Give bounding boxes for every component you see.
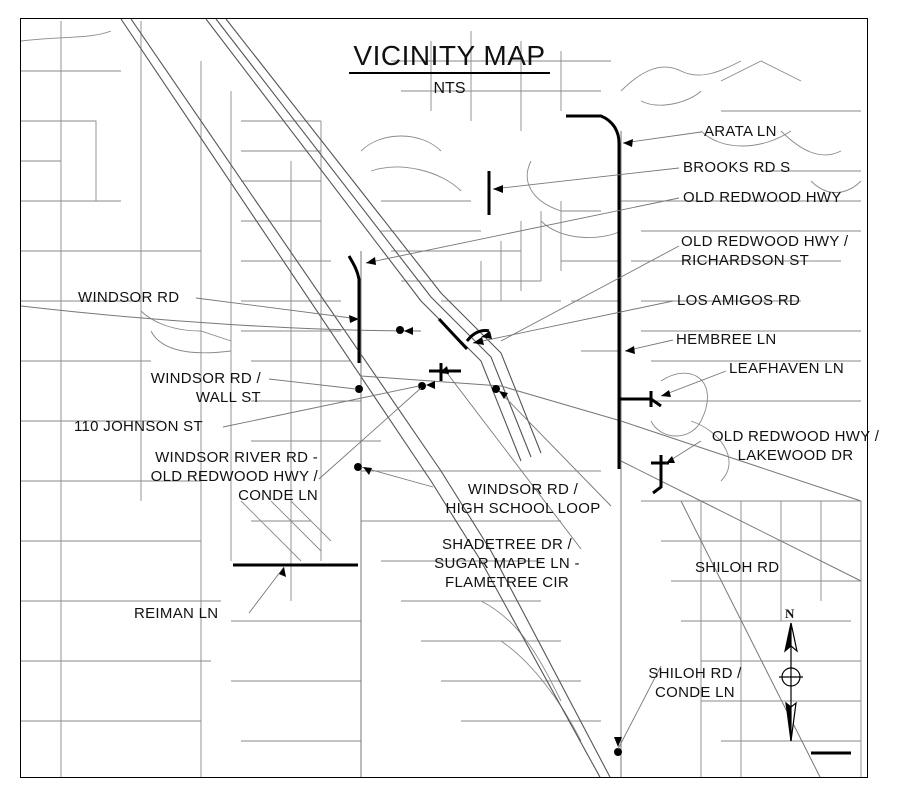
label-line: SHILOH RD / xyxy=(648,665,742,682)
label-line: SHADETREE DR / xyxy=(441,536,573,553)
label-line: 110 JOHNSON ST xyxy=(74,418,203,435)
label-windsor-rd: WINDSOR RD xyxy=(78,288,179,307)
label-line: WINDSOR RD xyxy=(78,289,180,306)
label-line: LOS AMIGOS RD xyxy=(677,292,801,309)
label-arata-ln: ARATA LN xyxy=(704,122,777,141)
label-line: OLD REDWOOD HWY / xyxy=(150,468,318,485)
label-hembree-ln: HEMBREE LN xyxy=(676,330,777,349)
label-johnson-st: 110 JOHNSON ST xyxy=(74,417,203,436)
road-network xyxy=(21,19,862,777)
map-title: VICINITY MAP xyxy=(0,40,899,74)
label-line: BROOKS RD S xyxy=(683,159,791,176)
north-arrow-icon xyxy=(779,622,803,742)
label-line: WINDSOR RD / xyxy=(467,481,579,498)
street-grid xyxy=(21,21,862,777)
label-old-redwood-richardson: OLD REDWOOD HWY / RICHARDSON ST xyxy=(681,232,848,270)
leader-arrows xyxy=(279,139,675,747)
label-line: RICHARDSON ST xyxy=(681,252,810,269)
project-points xyxy=(354,326,622,756)
label-brooks-rd-s: BROOKS RD S xyxy=(683,158,791,177)
label-los-amigos-rd: LOS AMIGOS RD xyxy=(677,291,800,310)
label-line: LEAFHAVEN LN xyxy=(729,360,845,377)
north-label: N xyxy=(785,606,795,621)
label-line: CONDE LN xyxy=(238,487,318,504)
label-line: HIGH SCHOOL LOOP xyxy=(445,500,601,517)
label-line: WALL ST xyxy=(195,389,261,406)
label-line: OLD REDWOOD HWY / xyxy=(711,428,880,445)
vicinity-map-frame xyxy=(20,18,868,778)
label-line: HEMBREE LN xyxy=(676,331,777,348)
label-line: WINDSOR RD / xyxy=(150,370,261,387)
label-line: OLD REDWOOD HWY / xyxy=(681,233,849,250)
label-line: WINDSOR RIVER RD - xyxy=(155,449,318,466)
label-line: LAKEWOOD DR xyxy=(737,447,854,464)
label-reiman-ln: REIMAN LN xyxy=(134,604,218,623)
label-line: SHILOH RD xyxy=(695,559,780,576)
label-line: ARATA LN xyxy=(704,123,777,140)
label-shadetree: SHADETREE DR / SUGAR MAPLE LN - FLAMETREE … xyxy=(412,535,602,592)
label-windsor-river: WINDSOR RIVER RD - OLD REDWOOD HWY / CONDE… xyxy=(128,448,318,505)
label-leafhaven-ln: LEAFHAVEN LN xyxy=(729,359,844,378)
label-line: REIMAN LN xyxy=(134,605,219,622)
label-line: CONDE LN xyxy=(655,684,735,701)
label-windsor-high-school: WINDSOR RD / HIGH SCHOOL LOOP xyxy=(428,480,618,518)
label-shiloh-rd: SHILOH RD xyxy=(695,558,779,577)
label-line: OLD REDWOOD HWY xyxy=(683,189,842,206)
scale-note: NTS xyxy=(433,80,466,97)
label-shiloh-conde: SHILOH RD / CONDE LN xyxy=(640,664,750,702)
main-roads xyxy=(21,131,862,777)
label-old-redwood-lakewood: OLD REDWOOD HWY / LAKEWOOD DR xyxy=(693,427,898,465)
label-line: FLAMETREE CIR xyxy=(445,574,569,591)
label-windsor-wall: WINDSOR RD / WALL ST xyxy=(120,369,261,407)
leader-lines xyxy=(195,131,727,750)
label-line: SUGAR MAPLE LN - xyxy=(434,555,580,572)
label-old-redwood-hwy: OLD REDWOOD HWY xyxy=(683,188,842,207)
